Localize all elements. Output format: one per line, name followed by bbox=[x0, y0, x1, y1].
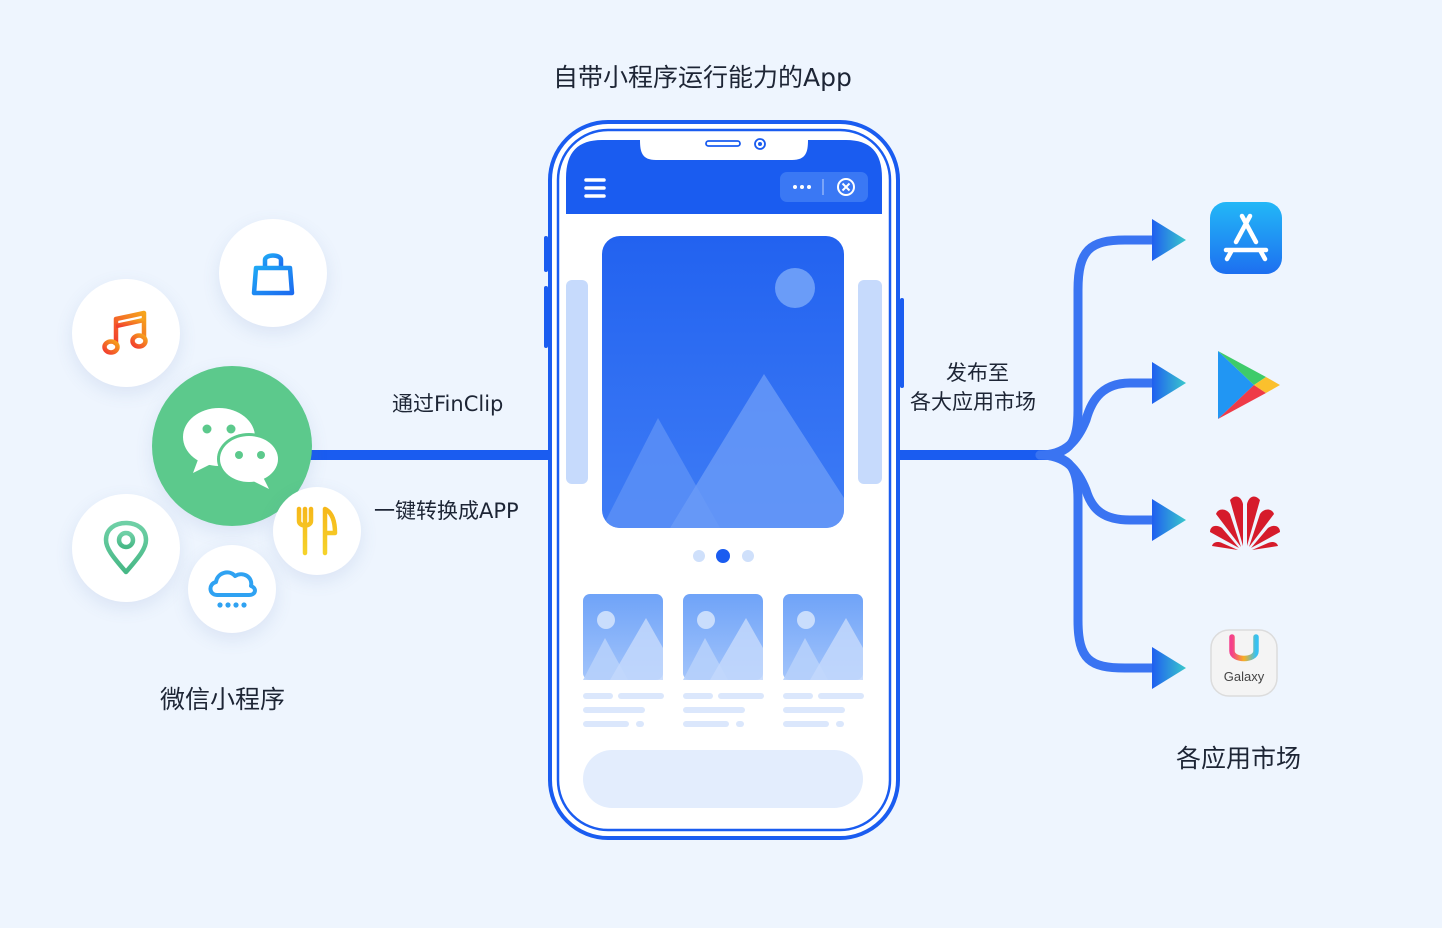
google-play-icon[interactable] bbox=[1214, 347, 1282, 423]
location-icon bbox=[103, 520, 149, 575]
carousel-dot[interactable] bbox=[693, 550, 705, 562]
carousel-dot[interactable] bbox=[742, 550, 754, 562]
shopping-app-circle[interactable] bbox=[219, 219, 327, 327]
arrow-icon bbox=[1152, 647, 1186, 689]
side-button bbox=[900, 298, 904, 388]
carousel-prev-card bbox=[566, 280, 588, 484]
rain-cloud-icon bbox=[208, 570, 257, 608]
hero-image[interactable] bbox=[602, 236, 844, 528]
thumbnail-card[interactable] bbox=[683, 594, 763, 680]
wechat-circle[interactable] bbox=[152, 366, 312, 526]
location-app-circle[interactable] bbox=[72, 494, 180, 602]
camera-dot bbox=[754, 138, 766, 150]
carousel-next-card bbox=[858, 280, 882, 484]
right-connector-line bbox=[895, 450, 1055, 460]
branch-lines bbox=[1035, 235, 1165, 673]
left-connector-line bbox=[300, 450, 552, 460]
carousel-dot-active[interactable] bbox=[716, 549, 730, 563]
publish-label: 发布至 bbox=[946, 361, 1009, 385]
arrow-icon bbox=[1152, 219, 1186, 261]
galaxy-store-icon[interactable]: Galaxy bbox=[1210, 629, 1278, 697]
menu-icon[interactable] bbox=[584, 178, 606, 198]
thumbnail-card[interactable] bbox=[783, 594, 863, 680]
food-app-circle[interactable] bbox=[273, 487, 361, 575]
cutlery-icon bbox=[296, 506, 338, 556]
wechat-icon bbox=[183, 408, 281, 489]
arrow-icon bbox=[1152, 499, 1186, 541]
text-placeholder-lines bbox=[583, 693, 864, 727]
phone-mockup bbox=[544, 120, 904, 840]
page-title: 自带小程序运行能力的App bbox=[553, 63, 852, 92]
thumbnail-card[interactable] bbox=[583, 594, 663, 680]
galaxy-store-label: Galaxy bbox=[1223, 669, 1265, 684]
app-markets-label: 各大应用市场 bbox=[910, 390, 1036, 414]
convert-app-label: 一键转换成APP bbox=[374, 499, 519, 523]
arrow-icon bbox=[1152, 362, 1186, 404]
more-icon[interactable] bbox=[793, 185, 811, 189]
side-button bbox=[544, 236, 548, 272]
speaker-slot bbox=[705, 140, 741, 147]
shopping-bag-icon bbox=[251, 253, 295, 296]
app-store-icon[interactable] bbox=[1210, 202, 1282, 274]
close-icon[interactable] bbox=[837, 178, 855, 196]
weather-app-circle[interactable] bbox=[188, 545, 276, 633]
music-app-circle[interactable] bbox=[72, 279, 180, 387]
bottom-action-button[interactable] bbox=[583, 750, 863, 808]
music-icon bbox=[102, 310, 148, 355]
wechat-miniprogram-caption: 微信小程序 bbox=[160, 685, 286, 714]
side-button bbox=[544, 286, 548, 348]
finclip-label: 通过FinClip bbox=[392, 392, 504, 416]
app-markets-caption: 各应用市场 bbox=[1176, 744, 1302, 773]
huawei-icon[interactable] bbox=[1208, 490, 1282, 552]
